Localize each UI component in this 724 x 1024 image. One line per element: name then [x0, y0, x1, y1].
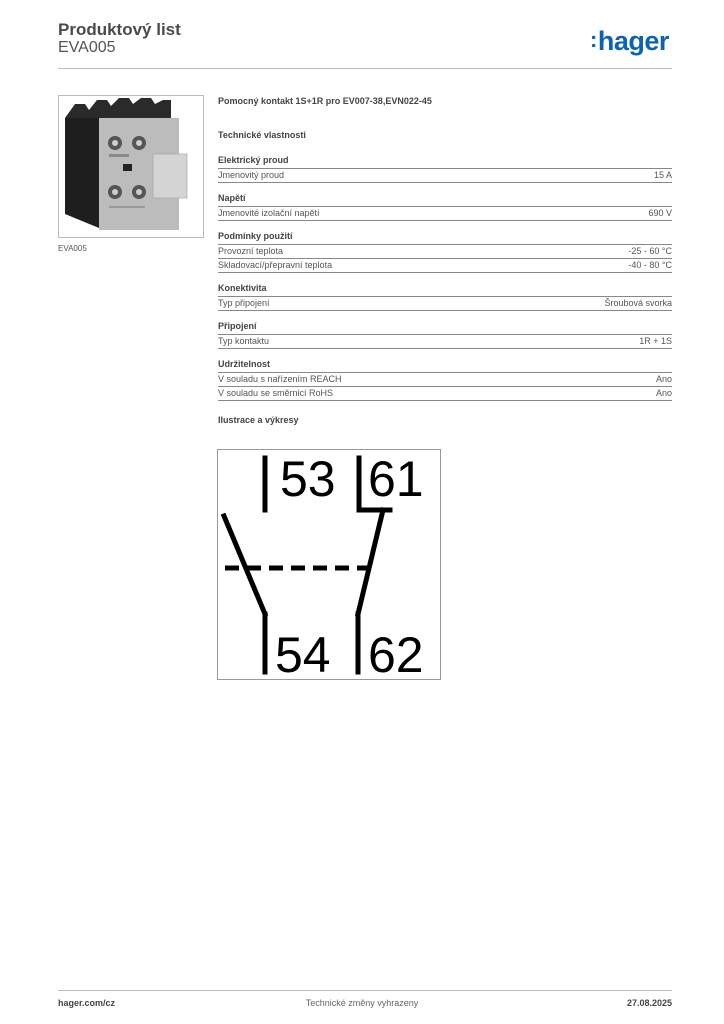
hager-logo: :hager — [590, 26, 669, 57]
terminal-54-label: 54 — [275, 627, 331, 679]
product-code: EVA005 — [58, 39, 116, 56]
spec-label: Typ připojení — [218, 298, 270, 308]
logo-text: hager — [597, 26, 670, 56]
spec-value: Šroubová svorka — [604, 298, 672, 308]
header-divider — [58, 68, 672, 69]
spec-label: Jmenovitý proud — [218, 170, 285, 180]
spec-label: Skladovací/přepravní teplota — [218, 260, 333, 270]
spec-row: Jmenovitý proud 15 A — [218, 169, 672, 183]
spec-value: -25 - 60 °C — [628, 246, 672, 256]
spec-label: Typ kontaktu — [218, 336, 270, 346]
spec-section-conditions: Podmínky použití Provozní teplota -25 - 6… — [218, 231, 672, 273]
spec-section-voltage: Napětí Jmenovité izolační napětí 690 V — [218, 193, 672, 221]
spec-row: Typ připojení Šroubová svorka — [218, 297, 672, 311]
contact-schematic-icon: 53 61 54 62 — [220, 451, 424, 683]
image-caption: EVA005 — [58, 244, 87, 253]
spec-section-connection: Připojení Typ kontaktu 1R + 1S — [218, 321, 672, 349]
spec-row: Provozní teplota -25 - 60 °C — [218, 245, 672, 259]
spec-section-connectivity: Konektivita Typ připojení Šroubová svorka — [218, 283, 672, 311]
spec-row: Typ kontaktu 1R + 1S — [218, 335, 672, 349]
spec-section-title: Napětí — [218, 193, 672, 207]
footer-date: 27.08.2025 — [626, 998, 672, 1008]
spec-row: V souladu se směrnicí RoHS Ano — [218, 387, 672, 401]
spec-value: 690 V — [648, 208, 672, 218]
spec-row: V souladu s nařízením REACH Ano — [218, 373, 672, 387]
spec-section-current: Elektrický proud Jmenovitý proud 15 A — [218, 155, 672, 183]
spec-row: Jmenovité izolační napětí 690 V — [218, 207, 672, 221]
spec-label: Provozní teplota — [218, 246, 284, 256]
spec-value: 1R + 1S — [639, 336, 672, 346]
spec-section-title: Udržitelnost — [218, 359, 672, 373]
spec-value: Ano — [655, 374, 672, 384]
spec-section-sustainability: Udržitelnost V souladu s nařízením REACH… — [218, 359, 672, 401]
spec-section-title: Připojení — [218, 321, 672, 335]
auxiliary-contact-block-icon — [59, 96, 203, 237]
footer-note: Technické změny vyhrazeny — [305, 998, 419, 1008]
spec-value: Ano — [655, 388, 672, 398]
spec-label: V souladu s nařízením REACH — [218, 374, 342, 384]
spec-row: Skladovací/přepravní teplota -40 - 80 °C — [218, 259, 672, 273]
spec-section-title: Konektivita — [218, 283, 672, 297]
spec-label: V souladu se směrnicí RoHS — [218, 388, 334, 398]
footer-website-link[interactable]: hager.com/cz — [58, 998, 116, 1008]
product-description: Pomocný kontakt 1S+1R pro EV007-38,EVN02… — [218, 96, 432, 106]
product-image — [58, 95, 204, 238]
spec-label: Jmenovité izolační napětí — [218, 208, 320, 218]
terminal-62-label: 62 — [368, 627, 424, 679]
wiring-diagram: 53 61 54 62 — [217, 449, 441, 683]
spec-value: 15 A — [653, 170, 672, 180]
page-title: Produktový list — [58, 20, 181, 39]
illustrations-heading: Ilustrace a výkresy — [218, 415, 299, 425]
spec-section-title: Podmínky použití — [218, 231, 672, 245]
terminal-61-label: 61 — [368, 451, 424, 507]
spec-section-title: Elektrický proud — [218, 155, 672, 169]
spec-value: -40 - 80 °C — [628, 260, 672, 270]
logo-dots-icon: : — [590, 27, 597, 52]
product-details: Pomocný kontakt 1S+1R pro EV007-38,EVN02… — [218, 96, 672, 425]
footer-divider — [58, 990, 672, 991]
terminal-53-label: 53 — [280, 451, 336, 507]
tech-specs-heading: Technické vlastnosti — [218, 130, 306, 140]
